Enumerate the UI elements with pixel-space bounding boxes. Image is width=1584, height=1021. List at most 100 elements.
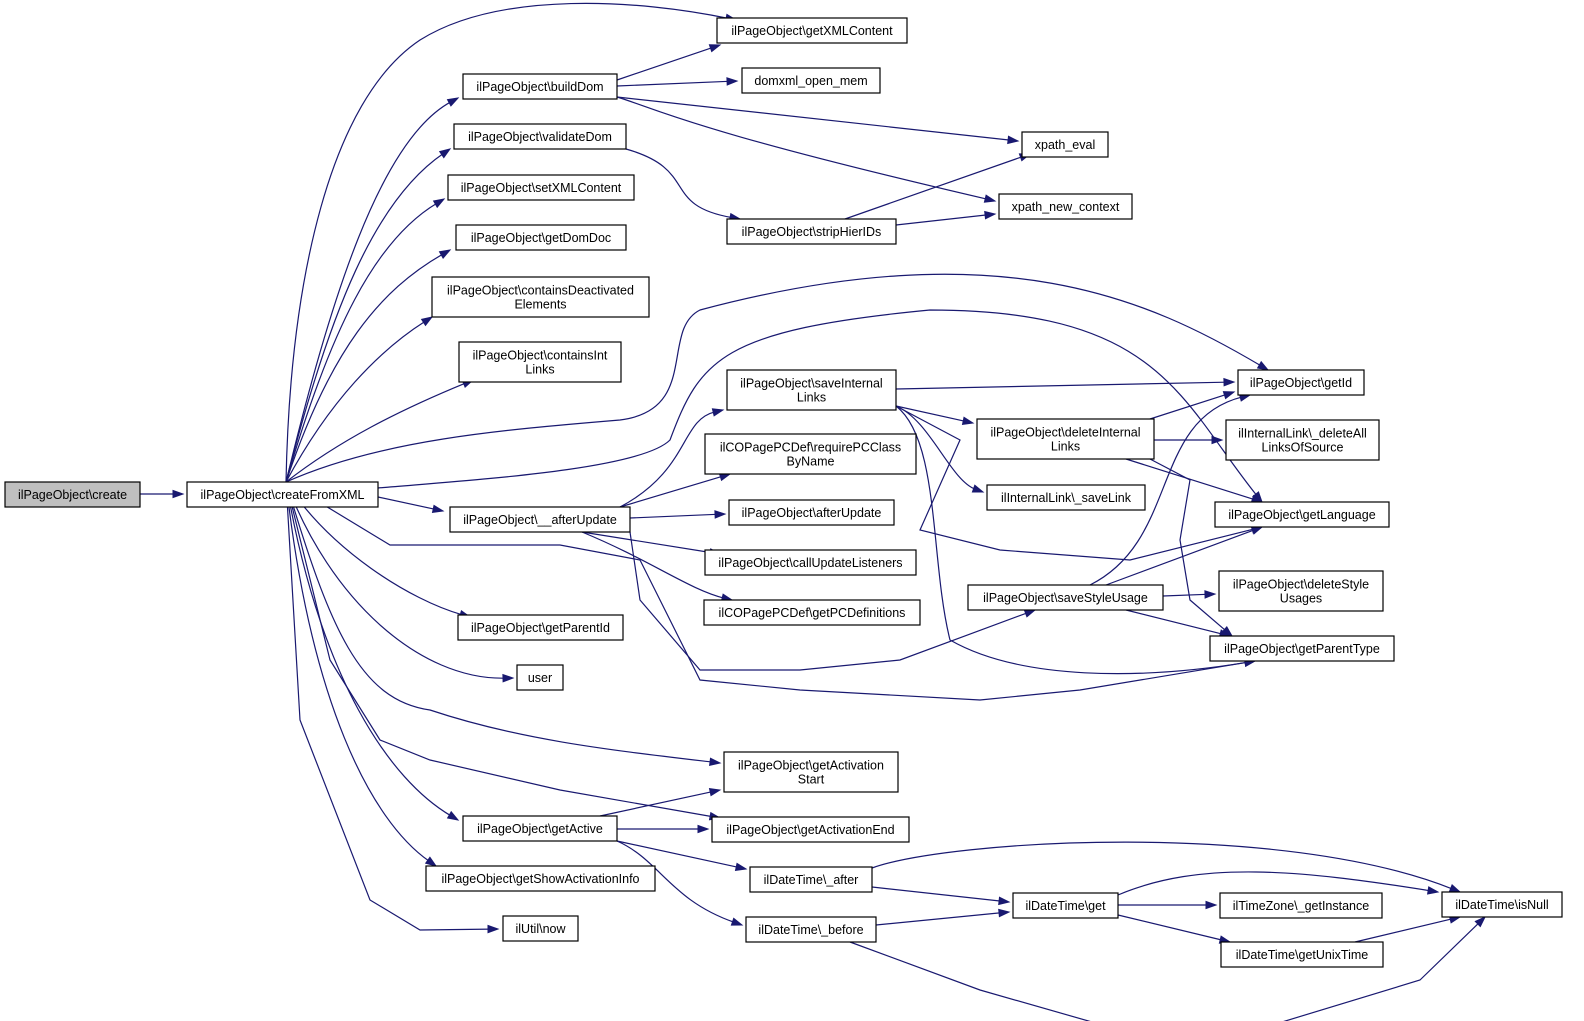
node-after[interactable]: ilDateTime\_after [749,866,873,893]
node-label: ilCOPagePCDef\getPCDefinitions [719,606,906,620]
arrowhead [487,924,500,934]
node-box [462,73,618,100]
node-label: ilPageObject\getActive [477,822,603,836]
node-getXMLContent[interactable]: ilPageObject\getXMLContent [716,17,908,44]
edge-line [285,481,506,679]
edge-createFromXML-to-setXMLContent [285,198,446,483]
node-saveLink[interactable]: ilInternalLink\_saveLink [986,484,1146,511]
node-getActivationEnd[interactable]: ilPageObject\getActivationEnd [711,816,910,843]
node-getId[interactable]: ilPageObject\getId [1237,369,1365,396]
node-label: ilPageObject\deleteStyle [1233,578,1369,592]
arrowhead [726,77,739,86]
node-xpath_eval[interactable]: xpath_eval [1021,131,1109,158]
node-label: ilPageObject\getId [1250,376,1352,390]
node-buildDom[interactable]: ilPageObject\buildDom [462,73,618,100]
edge-createFromXML-to-getDomDoc [285,249,452,483]
node-user[interactable]: user [516,664,564,691]
node-getLanguage[interactable]: ilPageObject\getLanguage [1214,501,1390,528]
edge-line [871,886,1002,902]
edge-dtGet-to-getUnixTime [1117,914,1232,944]
edge-create-to-createFromXML [140,489,185,499]
node-box [716,17,908,44]
node-getActive[interactable]: ilPageObject\getActive [462,815,618,842]
node-validateDom[interactable]: ilPageObject\validateDom [453,123,627,150]
arrowhead [961,416,975,425]
node-box [457,614,624,641]
node-callUpdateListeners[interactable]: ilPageObject\callUpdateListeners [704,549,917,576]
edge-line [849,922,1480,1021]
arrowhead [1448,884,1462,893]
arrowhead [1007,135,1020,145]
node-saveStyleUsage[interactable]: ilPageObject\saveStyleUsage [967,584,1164,611]
node-box [1021,131,1109,158]
node-box [749,866,873,893]
node-layer: ilPageObject\create ilPageObject\createFr… [4,17,1563,968]
edge-line [599,791,713,817]
node-before[interactable]: ilDateTime\_before [745,916,877,943]
node-label: ilPageObject\saveStyleUsage [983,591,1148,605]
edge-getActive-to-getActivationEnd [617,824,710,834]
edge-getActive-to-before [616,840,744,926]
arrowhead [984,210,997,220]
node-now[interactable]: ilUtil\now [502,915,579,942]
edge-line [377,496,436,510]
node-createFromXML[interactable]: ilPageObject\createFromXML [186,481,379,508]
arrowhead [1211,435,1224,445]
node-afterUpdate2[interactable]: ilPageObject\__afterUpdate [449,506,631,533]
node-box [728,499,895,526]
node-getUnixTime[interactable]: ilDateTime\getUnixTime [1220,941,1384,968]
edge-before-to-isNull [849,915,1487,1021]
node-getParentId[interactable]: ilPageObject\getParentId [457,614,624,641]
edge-line [1125,609,1223,635]
arrowhead [438,148,452,159]
edge-after-to-dtGet [871,886,1011,906]
node-label: ilPageObject\__afterUpdate [463,513,617,527]
edge-line [895,405,966,422]
node-box [1209,635,1395,662]
node-xpath_new_context[interactable]: xpath_new_context [998,193,1133,220]
node-getInstance[interactable]: ilTimeZone\_getInstance [1219,892,1383,919]
node-getParentType[interactable]: ilPageObject\getParentType [1209,635,1395,662]
edge-line [285,481,1248,701]
edge-getUnixTime-to-isNull [1354,915,1462,943]
node-stripHierIDs[interactable]: ilPageObject\stripHierIDs [726,218,897,245]
node-label: LinksOfSource [1262,441,1344,455]
edge-line [625,148,733,219]
node-label: Elements [514,298,566,312]
node-create[interactable]: ilPageObject\create [4,481,141,508]
node-label: Start [798,773,825,787]
edge-line [619,411,716,508]
node-afterUpdate[interactable]: ilPageObject\afterUpdate [728,499,895,526]
edge-afterUpdate2-to-requirePCClass [619,472,732,508]
arrowhead [446,97,460,107]
edge-dtGet-to-getInstance [1118,900,1218,910]
edge-createFromXML-to-getActivationEnd [285,481,722,821]
node-label: ilPageObject\stripHierIDs [742,225,882,239]
node-label: ilCOPagePCDef\requirePCClass [720,441,901,455]
node-box [711,816,910,843]
edge-line [616,840,735,923]
node-isNull[interactable]: ilDateTime\isNull [1441,891,1563,918]
node-getPCDefinitions[interactable]: ilCOPagePCDef\getPCDefinitions [703,599,921,626]
edge-buildDom-to-xpath_eval [616,96,1020,145]
node-box [704,549,917,576]
edge-line [875,912,1002,926]
node-getDomDoc[interactable]: ilPageObject\getDomDoc [455,224,627,251]
node-box [704,433,917,475]
arrowhead [438,249,452,259]
node-getShowActivationInfo[interactable]: ilPageObject\getShowActivationInfo [425,865,656,892]
edge-buildDom-to-domxml [616,77,739,87]
node-label: xpath_new_context [1012,200,1120,214]
node-domxml[interactable]: domxml_open_mem [741,67,881,94]
arrowhead [1250,526,1264,535]
node-dtGet[interactable]: ilDateTime\get [1012,892,1119,919]
node-setXMLContent[interactable]: ilPageObject\setXMLContent [447,174,635,201]
